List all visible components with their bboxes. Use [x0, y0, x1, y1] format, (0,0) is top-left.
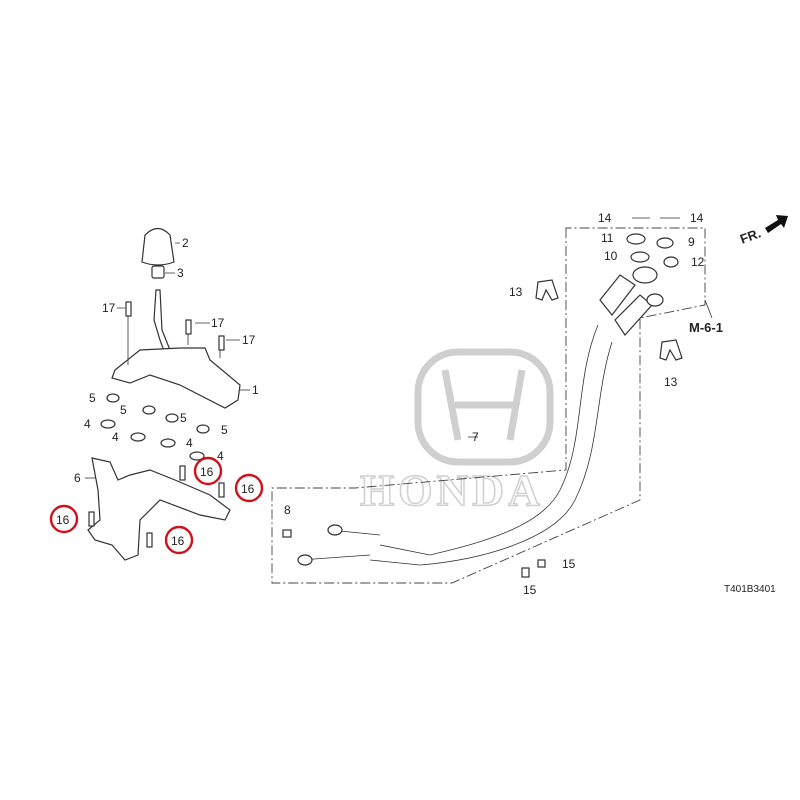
callout-8: 8	[284, 503, 291, 517]
watermark-text: HONDA	[360, 466, 544, 515]
callout-1: 1	[252, 383, 259, 397]
callout-11: 11	[601, 231, 614, 245]
callout-13: 13	[664, 375, 678, 389]
callout-3: 3	[177, 266, 184, 280]
cable-assembly-boundary	[271, 227, 706, 584]
honda-watermark: HONDA	[359, 348, 554, 516]
callout-10: 10	[604, 249, 618, 263]
front-direction-arrow-icon	[765, 215, 788, 233]
callout-4: 4	[84, 417, 91, 431]
callout-2: 2	[182, 236, 189, 250]
callout-17: 17	[102, 301, 116, 315]
shift-knob	[141, 227, 180, 279]
callout-9: 9	[688, 235, 695, 249]
callout-6: 6	[74, 471, 81, 485]
shift-lever-assembly	[111, 289, 250, 409]
diagram-code: T401B3401	[724, 584, 776, 595]
callout-15: 15	[562, 557, 576, 571]
grommets-and-bushings	[100, 393, 210, 461]
reference-m-6-1[interactable]: M-6-1	[689, 320, 723, 335]
callout-5: 5	[120, 403, 127, 417]
callout-4: 4	[112, 430, 119, 444]
callout-7: 7	[472, 430, 479, 444]
callout-16-highlighted: 16	[241, 482, 255, 496]
callout-5: 5	[221, 423, 228, 437]
shift-cables	[297, 266, 664, 566]
callout-16-highlighted: 16	[56, 513, 70, 527]
callout-16-highlighted: 16	[171, 534, 185, 548]
shift-lever-bracket	[85, 457, 231, 561]
callout-4: 4	[186, 436, 193, 450]
callout-17: 17	[211, 316, 225, 330]
front-direction-label: FR.	[738, 225, 763, 246]
callout-14: 14	[598, 211, 612, 225]
cable-end-parts	[282, 217, 683, 578]
callout-17: 17	[242, 333, 256, 347]
bolts-16	[88, 465, 225, 548]
callout-labels: 2 3 17 17 17 1 5 5 5 5 4 4 4 4 6 16 16 1…	[49, 211, 705, 597]
callout-12: 12	[691, 255, 705, 269]
callout-5: 5	[89, 391, 96, 405]
callout-4: 4	[217, 449, 224, 463]
callout-15: 15	[523, 583, 537, 597]
callout-5: 5	[180, 411, 187, 425]
callout-16-highlighted: 16	[200, 465, 214, 479]
callout-13: 13	[509, 285, 523, 299]
callout-14: 14	[690, 211, 704, 225]
